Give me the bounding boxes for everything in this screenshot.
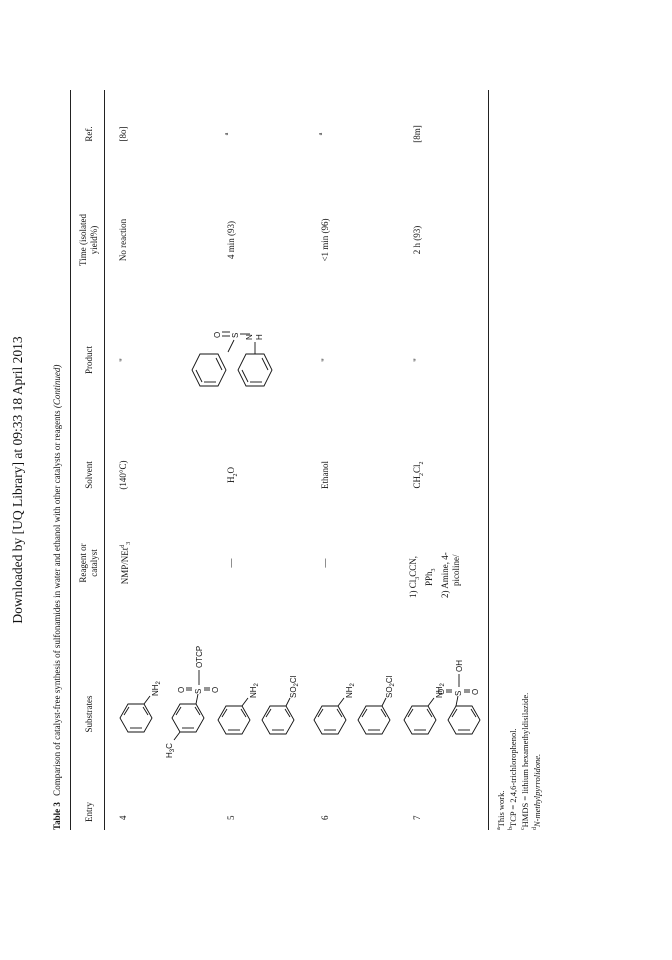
row6-substrates-structure: NH2 SO2Cl [313,675,396,735]
table-caption-text: Comparison of catalyst-free synthesis of… [52,410,62,796]
table-page: Table 3 Comparison of catalyst-free synt… [52,80,612,860]
row6-ref: a [318,132,324,136]
row7-time: 2 h (93) [412,225,422,255]
so2cl-label-row5: SO2Cl [289,675,300,698]
row7-solvent: CH2Cl2 [412,461,425,489]
o-label-row7a: O [437,689,446,695]
row6-solvent: Ethanol [320,461,330,489]
row5-ref: a [224,132,230,136]
header-time-line2: yield%) [89,225,99,255]
header-reagent-line1: Reagent or [78,543,88,583]
row6-entry: 6 [320,815,330,821]
header-solvent: Solvent [84,461,94,489]
footnote-d: dN-methylpyrrolidone. [532,753,542,830]
header-ref: Ref. [84,126,94,142]
row4-product: " [118,358,128,362]
row4-reagent: NMP/NEtd3 [120,541,132,585]
row6-reagent: — [320,558,330,568]
n-label: N [245,334,254,340]
header-entry: Entry [84,802,94,822]
row7-reagent-line3: 2) Amine, 4- [439,552,450,598]
row5-entry: 5 [226,815,236,821]
table-caption-suffix: (Continued) [52,364,62,409]
row7-reagent-line4: picoline/ [450,554,461,587]
row7-substrates-structure: NH2 S O O OH [403,660,481,735]
header-time-line1: Time (isolated [78,214,88,266]
download-note: Downloaded by [UQ Library] at 09:33 18 A… [0,0,36,960]
header-time: Time (isolated yield%) [78,200,100,280]
bottom-rule [488,90,490,830]
nh2-label-row5: NH2 [249,682,260,698]
footnote-c: cHMDS = lithium hexamethyldisilazide. [520,692,530,830]
row4-solvent: (140°C) [118,460,128,490]
h-label: H [255,334,264,340]
row7-entry: 7 [412,815,422,821]
row4-substrates-structure: NH2 S O O OTCP H3C [119,646,220,758]
rotated-table: Table 3 Comparison of catalyst-free synt… [52,80,612,860]
row7-reagent-line1: 1) Cl3CCN, [408,555,421,598]
row6-product: " [320,358,330,362]
row5-substrates-structure: NH2 SO2Cl [217,675,300,735]
row5-reagent: — [226,558,236,568]
row5-time: 4 min (93) [226,221,236,259]
header-product: Product [84,346,94,374]
row4-time: No reaction [118,218,128,262]
row5-product-structure: N H S O [191,331,273,387]
footnote-b: bTCP = 2,4,6-trichlorophenol. [508,728,518,830]
o-label-row4a: O [177,687,186,693]
s-label-row5: S [231,333,240,338]
o-label-row4b: O [211,687,220,693]
header-reagent-line2: catalyst [89,549,99,577]
row7-reagent-line2: PPh3 [423,568,437,586]
otcp-label: OTCP [195,646,204,668]
so2cl-label-row6: SO2Cl [385,675,396,698]
o-label-row5a: O [213,332,222,338]
row7-ref: [8m] [412,125,422,143]
row6-time: <1 min (96) [320,218,330,262]
table-caption: Table 3 Comparison of catalyst-free synt… [52,90,62,830]
header-substrates: Substrates [84,695,94,733]
download-note-text: Downloaded by [UQ Library] at 09:33 18 A… [10,336,25,624]
row7-reagent: 1) Cl3CCN, PPh3 2) Amine, 4- picoline/ [408,518,462,598]
header-rule [104,90,105,830]
nh2-label-row7: NH2 [435,682,446,698]
row4-entry: 4 [118,815,128,821]
row5-solvent: H2O [226,467,239,483]
s-label-row7: S [454,691,463,696]
o-label-row7b: O [471,689,480,695]
row7-product: " [412,358,422,362]
nh2-label-row4: NH2 [151,680,162,696]
nh2-label-row6: NH2 [345,682,356,698]
footnote-a: aThis work. [496,790,506,830]
row4-ref: [8o] [118,126,128,142]
h3c-label: H3C [165,743,176,758]
s-label-row4: S [194,689,203,694]
oh-label: OH [455,660,464,672]
top-rule [70,90,72,830]
header-reagent: Reagent or catalyst [78,528,100,598]
table-label: Table 3 [52,802,62,830]
